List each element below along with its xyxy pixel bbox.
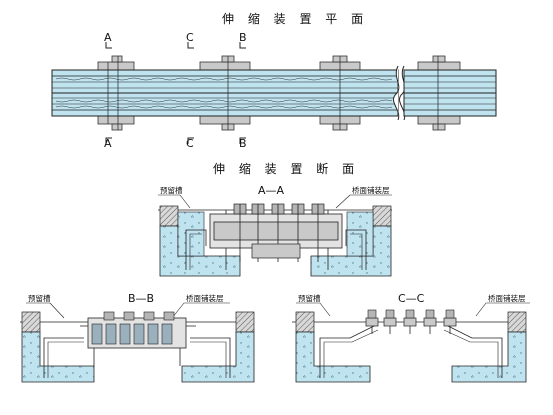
section-c-c-right-note: 桥面铺装层 <box>488 293 526 303</box>
section-b-b-label: B—B <box>128 292 154 305</box>
section-a-a: A—A 预留槽 桥面铺装层 <box>158 184 392 277</box>
cut-label-b-top: B <box>239 31 247 44</box>
plan-joint-lines <box>107 56 439 130</box>
cut-label-c-top: C <box>186 31 194 44</box>
section-c-c: C—C 预留槽 桥面铺装层 <box>292 292 530 383</box>
anchor-plates-bottom <box>97 115 461 131</box>
cut-label-c-bottom: C <box>186 137 194 150</box>
section-b-b-left-note: 预留槽 <box>28 293 51 303</box>
section-c-c-left-note: 预留槽 <box>298 293 321 303</box>
section-a-a-right-note: 桥面铺装层 <box>352 185 390 195</box>
plan-view-title: 伸 缩 装 置 平 面 <box>222 12 369 26</box>
section-a-a-left-note: 预留槽 <box>160 185 183 195</box>
cut-label-a-bottom: A <box>104 137 112 150</box>
plan-strip-right <box>403 69 497 117</box>
section-b-b: B—B 预留槽 桥面铺装层 <box>20 292 255 383</box>
cut-label-b-bottom: B <box>239 137 247 150</box>
break-line <box>393 65 400 121</box>
cut-markers <box>105 42 246 144</box>
section-c-c-label: C—C <box>398 292 425 305</box>
plan-strip-left <box>51 69 399 117</box>
plan-view: A C B A C B <box>51 31 497 150</box>
section-view-title: 伸 缩 装 置 断 面 <box>213 162 360 176</box>
section-b-b-right-note: 桥面铺装层 <box>186 293 224 303</box>
cut-label-a-top: A <box>104 31 112 44</box>
anchor-plates-top <box>97 55 461 71</box>
section-a-a-label: A—A <box>258 184 285 197</box>
